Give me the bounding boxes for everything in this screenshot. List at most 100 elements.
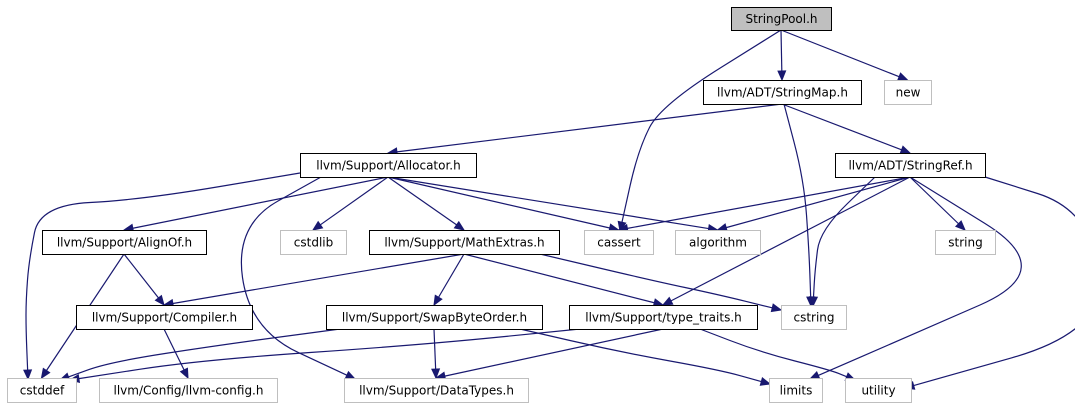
node-allocator-label: llvm/Support/Allocator.h xyxy=(316,159,460,173)
edge-typetraits-to-utility xyxy=(699,328,857,381)
node-stringmap[interactable]: llvm/ADT/StringMap.h xyxy=(703,80,862,105)
edge-stringref-to-utility-line xyxy=(913,176,1075,387)
edge-stringpool-to-new-line xyxy=(780,29,900,78)
node-stringpool-label: StringPool.h xyxy=(745,12,817,26)
edge-mathextras-to-cstring-line xyxy=(539,253,773,309)
edge-mathextras-to-swapbyteorder-line xyxy=(438,253,465,298)
node-allocator[interactable]: llvm/Support/Allocator.h xyxy=(300,153,477,178)
edge-allocator-to-mathextras-arrowhead xyxy=(453,220,466,231)
edge-stringmap-to-stringref-arrowhead xyxy=(899,145,912,154)
node-mathextras-box xyxy=(369,230,560,255)
node-cassert-label: cassert xyxy=(597,236,641,250)
edge-alignof-to-cstddef-arrowhead xyxy=(40,367,51,380)
node-stringref-label: llvm/ADT/StringRef.h xyxy=(848,159,972,173)
node-utility-label: utility xyxy=(861,384,895,398)
node-utility-box xyxy=(845,378,912,403)
node-typetraits[interactable]: llvm/Support/type_traits.h xyxy=(569,305,758,330)
edge-stringref-to-cstring-arrowhead xyxy=(808,296,819,308)
edge-stringmap-to-allocator xyxy=(386,103,783,157)
edge-stringref-to-string xyxy=(909,176,966,231)
node-allocator-box xyxy=(300,153,477,178)
edge-allocator-to-cstdlib-line xyxy=(320,176,389,226)
edge-alignof-to-compiler-line xyxy=(123,253,159,299)
edge-stringref-to-typetraits xyxy=(661,176,911,306)
node-layer: StringPool.h llvm/ADT/StringMap.h new llvm/… xyxy=(7,7,996,403)
node-cassert[interactable]: cassert xyxy=(584,230,654,255)
node-alignof[interactable]: llvm/Support/AlignOf.h xyxy=(42,230,207,255)
node-string-label: string xyxy=(948,236,982,250)
node-cstring[interactable]: cstring xyxy=(781,305,847,330)
node-datatypes[interactable]: llvm/Support/DataTypes.h xyxy=(344,378,529,403)
edge-compiler-to-llvmconfig xyxy=(163,328,189,380)
edge-allocator-to-algorithm xyxy=(387,176,719,233)
node-cstddef[interactable]: cstddef xyxy=(7,378,77,403)
edge-stringref-to-cassert-line xyxy=(627,176,911,229)
edge-stringpool-to-cassert-line xyxy=(621,29,782,223)
node-compiler[interactable]: llvm/Support/Compiler.h xyxy=(76,305,253,330)
node-alignof-label: llvm/Support/AlignOf.h xyxy=(57,236,192,250)
edge-stringref-to-limits-arrowhead xyxy=(808,371,821,380)
edge-mathextras-to-compiler-line xyxy=(172,253,465,305)
node-cstddef-label: cstddef xyxy=(20,384,65,398)
edge-swapbyteorder-to-cstddef-line xyxy=(68,328,341,378)
edge-stringref-to-utility xyxy=(903,176,1075,390)
node-llvmconfig-label: llvm/Config/llvm-config.h xyxy=(114,384,264,398)
edge-stringref-to-typetraits-line xyxy=(670,176,911,302)
edge-stringref-to-string-line xyxy=(909,176,959,225)
edge-swapbyteorder-to-cstddef xyxy=(58,328,341,382)
edge-allocator-to-datatypes-arrowhead xyxy=(344,370,357,380)
edge-stringmap-to-stringref-line xyxy=(781,103,902,151)
edge-alignof-to-compiler-arrowhead xyxy=(154,294,165,307)
edge-mathextras-to-typetraits-line xyxy=(463,253,655,304)
node-new-box xyxy=(884,80,932,105)
edge-mathextras-to-typetraits xyxy=(463,253,665,308)
node-cstdlib[interactable]: cstdlib xyxy=(280,230,347,255)
edge-allocator-to-algorithm-line xyxy=(387,176,709,230)
edge-layer xyxy=(23,29,1075,390)
node-algorithm[interactable]: algorithm xyxy=(675,230,761,255)
edge-stringmap-to-cstring-line xyxy=(783,103,812,298)
edge-swapbyteorder-to-datatypes-line xyxy=(433,328,437,370)
node-typetraits-label: llvm/Support/type_traits.h xyxy=(585,311,742,325)
node-stringref[interactable]: llvm/ADT/StringRef.h xyxy=(835,153,986,178)
node-stringmap-box xyxy=(703,80,862,105)
node-swapbyteorder[interactable]: llvm/Support/SwapByteOrder.h xyxy=(326,305,543,330)
node-new[interactable]: new xyxy=(884,80,932,105)
edge-swapbyteorder-to-limits-line xyxy=(519,328,762,383)
node-string-box xyxy=(935,230,996,255)
node-string[interactable]: string xyxy=(935,230,996,255)
node-limits-box xyxy=(769,378,823,403)
node-llvmconfig[interactable]: llvm/Config/llvm-config.h xyxy=(99,378,278,403)
edge-alignof-to-compiler xyxy=(123,253,165,307)
edge-stringmap-to-allocator-line xyxy=(396,103,783,153)
edge-stringpool-to-stringmap-line xyxy=(780,29,783,72)
node-utility[interactable]: utility xyxy=(845,378,912,403)
edge-stringpool-to-new xyxy=(780,29,909,81)
node-limits[interactable]: limits xyxy=(769,378,823,403)
edge-typetraits-to-datatypes-line xyxy=(444,328,664,377)
edge-compiler-to-llvmconfig-arrowhead xyxy=(179,367,189,380)
node-cstring-label: cstring xyxy=(793,311,834,325)
edge-allocator-to-cstddef-arrowhead xyxy=(23,369,33,381)
edge-allocator-to-datatypes xyxy=(240,176,357,380)
edge-allocator-to-cstdlib xyxy=(311,176,389,231)
edge-swapbyteorder-to-datatypes-arrowhead xyxy=(431,368,441,380)
edge-mathextras-to-cstring-arrowhead xyxy=(770,303,783,313)
edge-stringmap-to-stringref xyxy=(781,103,912,154)
edge-typetraits-to-utility-line xyxy=(699,328,847,378)
edge-stringref-to-limits-line xyxy=(818,176,1022,376)
node-cstdlib-box xyxy=(280,230,347,255)
node-mathextras[interactable]: llvm/Support/MathExtras.h xyxy=(369,230,560,255)
node-algorithm-label: algorithm xyxy=(689,236,747,250)
node-compiler-box xyxy=(76,305,253,330)
node-datatypes-label: llvm/Support/DataTypes.h xyxy=(359,384,514,398)
edge-stringref-to-cstring xyxy=(808,176,876,308)
edge-allocator-to-mathextras xyxy=(387,176,466,231)
edge-allocator-to-cassert-line xyxy=(387,176,610,229)
edge-stringpool-to-stringmap xyxy=(777,29,787,82)
edge-stringref-to-string-arrowhead xyxy=(954,220,966,231)
edge-swapbyteorder-to-datatypes xyxy=(431,328,441,380)
edge-stringpool-to-cassert xyxy=(617,29,782,233)
edge-typetraits-to-datatypes xyxy=(434,328,664,381)
node-datatypes-box xyxy=(344,378,529,403)
